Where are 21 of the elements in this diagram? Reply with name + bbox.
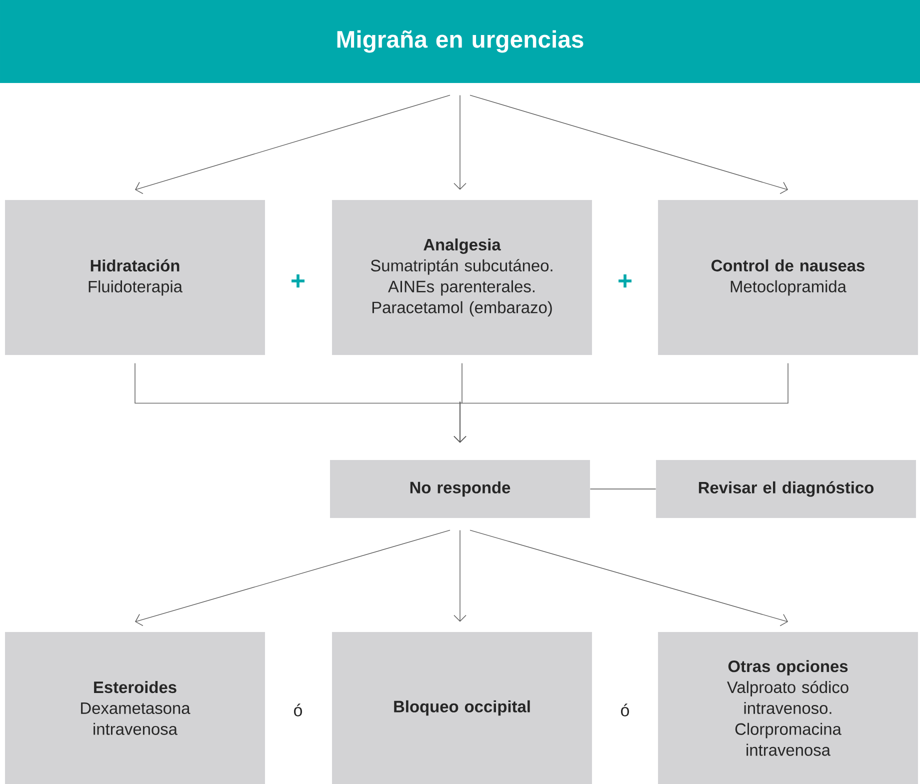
arrow xyxy=(454,530,466,622)
or-label: ó xyxy=(294,704,302,716)
arrow xyxy=(470,530,788,626)
or-label: ó xyxy=(621,704,629,716)
plus-sign: + xyxy=(618,274,632,288)
connector-line xyxy=(590,488,656,490)
arrow xyxy=(454,94,466,190)
process-box: Bloqueo occipital xyxy=(332,632,592,784)
process-box: Hidratación Fluidoterapia xyxy=(5,200,265,355)
process-box: Esteroides Dexametasona intravenosa xyxy=(5,632,265,784)
plus-sign: + xyxy=(292,274,305,288)
process-box: Otras opciones Valproato sódico intravenoso. Clorpromacina intravenosa xyxy=(658,632,918,784)
arrow xyxy=(470,94,788,194)
process-box: Analgesia Sumatriptán subcutáneo. AINEs parenterales. Paracetamol (embarazo) xyxy=(332,200,592,355)
process-box: Revisar el diagnóstico xyxy=(656,460,916,518)
process-box: No responde xyxy=(330,460,590,518)
arrow xyxy=(454,362,788,443)
arrow xyxy=(135,530,450,626)
process-box: Control de nauseas Metoclopramida xyxy=(658,200,918,355)
title-banner: Migraña en urgencias xyxy=(0,0,920,83)
arrow xyxy=(135,94,450,194)
